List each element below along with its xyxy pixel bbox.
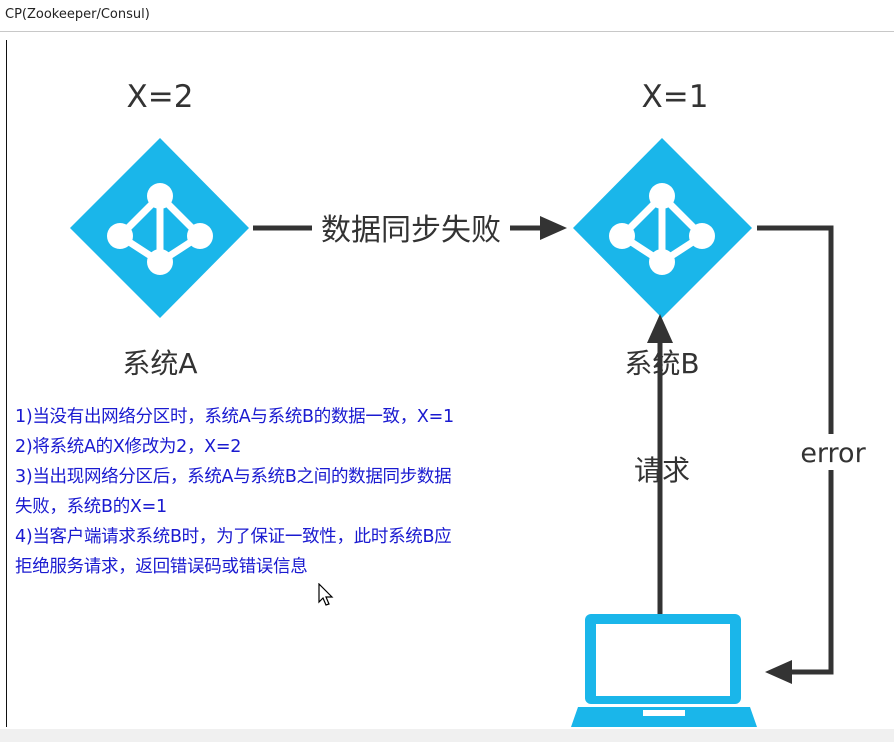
note-line: 4)当客户端请求系统B时，为了保证一致性，此时系统B应 [15,527,452,547]
sync-failure-label: 数据同步失败 [321,213,501,248]
node-a-value-label: X=2 [127,79,194,115]
request-arrow [647,314,673,616]
node-b-value-label: X=1 [642,79,709,115]
bottom-strip [0,729,894,742]
note-line: 2)将系统A的X修改为2，X=2 [15,437,242,457]
note-line: 失败，系统B的X=1 [15,497,167,517]
error-label: error [800,438,866,469]
note-line: 拒绝服务请求，返回错误码或错误信息 [15,557,308,577]
request-label: 请求 [634,454,690,487]
node-a-name-label: 系统A [122,347,197,380]
note-line: 1)当没有出网络分区时，系统A与系统B的数据一致，X=1 [15,407,454,427]
notes-list: 1)当没有出网络分区时，系统A与系统B的数据一致，X=1 2)将系统A的X修改为… [15,402,575,582]
mouse-cursor-icon [318,583,334,606]
node-b-diamond-icon [573,138,752,318]
left-border-line [6,40,7,727]
laptop-icon [571,614,757,727]
note-line: 3)当出现网络分区后，系统A与系统B之间的数据同步数据 [15,467,452,487]
page-title: CP(Zookeeper/Consul) [5,7,150,22]
page-header: CP(Zookeeper/Consul) [0,0,894,32]
sync-failure-arrow [253,216,567,240]
node-a-diamond-icon [70,138,249,318]
